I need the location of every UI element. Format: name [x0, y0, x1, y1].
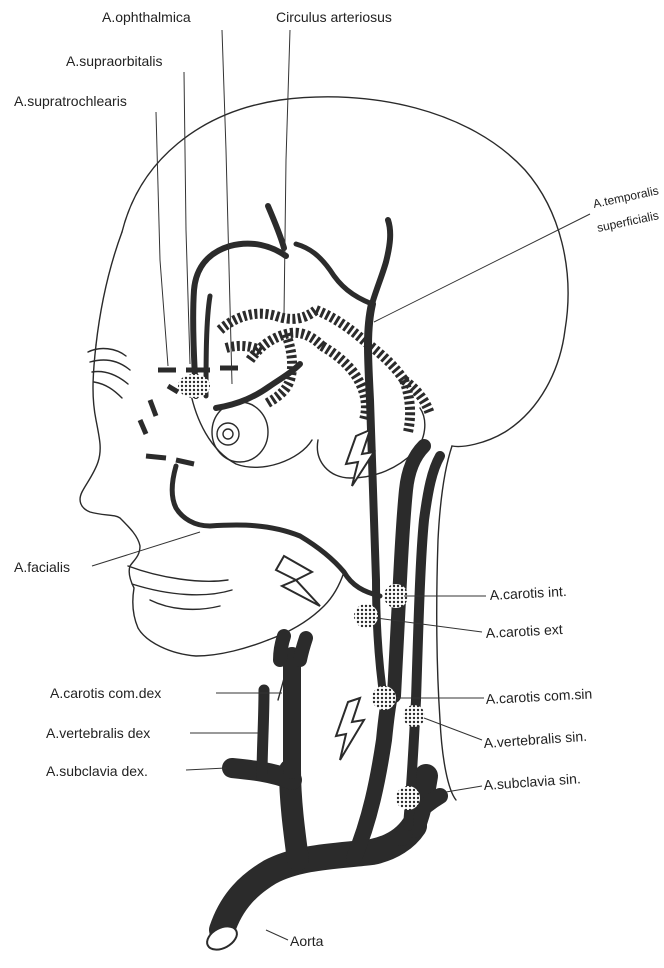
label-carotis-com-dex: A.carotis com.dex: [50, 685, 161, 701]
label-circulus: Circulus arteriosus: [276, 9, 392, 25]
leader-circulus: [284, 30, 290, 316]
labels: A.ophthalmica Circulus arteriosus A.supr…: [14, 9, 660, 949]
chin-outline: [150, 600, 220, 609]
jaw-outline: [268, 572, 344, 640]
dash-mark: [176, 460, 194, 464]
aorta-arch: [222, 826, 414, 930]
leader-subclavia-dex: [186, 768, 226, 770]
eye-outline: [212, 402, 268, 462]
label-vertebralis-sin: A.vertebralis sin.: [483, 728, 587, 751]
circulus-vessel-4: [266, 334, 292, 404]
label-ophthalmica: A.ophthalmica: [102, 9, 191, 25]
label-carotis-ext: A.carotis ext: [485, 621, 563, 641]
label-facialis: A.facialis: [14, 559, 70, 575]
iris-outline: [217, 423, 239, 445]
anastomosis-subclavia-sin: [396, 786, 420, 810]
label-subclavia-sin: A.subclavia sin.: [483, 770, 581, 793]
facial-artery: [172, 466, 380, 596]
anastomosis-carotid-com: [372, 686, 396, 710]
label-carotis-int: A.carotis int.: [489, 583, 567, 603]
anastomosis-carotid-ext: [354, 604, 378, 628]
dash-mark: [140, 420, 146, 434]
temporal-branch: [296, 244, 372, 304]
leader-subclavia-sin: [446, 786, 482, 792]
label-vertebralis-dex: A.vertebralis dex: [46, 725, 150, 741]
lightning-icon-cheek: [276, 556, 320, 606]
label-supraorbitalis: A.supraorbitalis: [66, 53, 163, 69]
label-temporalis-2: superficialis: [596, 208, 660, 235]
circulus-vessel-5: [322, 346, 366, 420]
mouth-outline: [128, 566, 232, 595]
anastomosis-vertebral-sin: [403, 705, 425, 727]
dash-mark: [146, 456, 166, 458]
lightning-icon-neck: [336, 698, 364, 760]
label-subclavia-dex: A.subclavia dex.: [46, 763, 148, 779]
top-branch: [268, 206, 284, 248]
leader-lines: [92, 30, 590, 940]
leader-aorta: [266, 930, 288, 940]
circulus-vessel-1: [220, 310, 316, 330]
pupil-outline: [223, 429, 233, 439]
leader-supraorbitalis: [184, 72, 190, 364]
leader-temporalis: [374, 214, 590, 322]
leader-vertebralis-sin: [424, 718, 482, 740]
dash-mark: [150, 400, 156, 416]
right-vertebral: [262, 690, 264, 776]
label-supratrochlearis: A.supratrochlearis: [14, 93, 127, 109]
label-aorta: Aorta: [290, 933, 324, 949]
forehead-outline: [96, 232, 122, 345]
anastomosis-orbital: [178, 374, 210, 398]
superficial-temporal: [372, 220, 390, 304]
external-carotid: [368, 304, 384, 700]
circulus-vessels: [220, 310, 430, 432]
neck-back-outline: [437, 446, 456, 800]
eye-socket-outline: [190, 390, 312, 467]
label-carotis-com-sin: A.carotis com.sin: [485, 685, 592, 707]
ophthalmic-trunk: [216, 364, 300, 408]
label-temporalis-1: A.temporalis: [592, 183, 660, 211]
dash-mark: [168, 386, 178, 392]
leader-supratrochlearis: [156, 112, 168, 366]
leader-facialis: [92, 532, 200, 566]
